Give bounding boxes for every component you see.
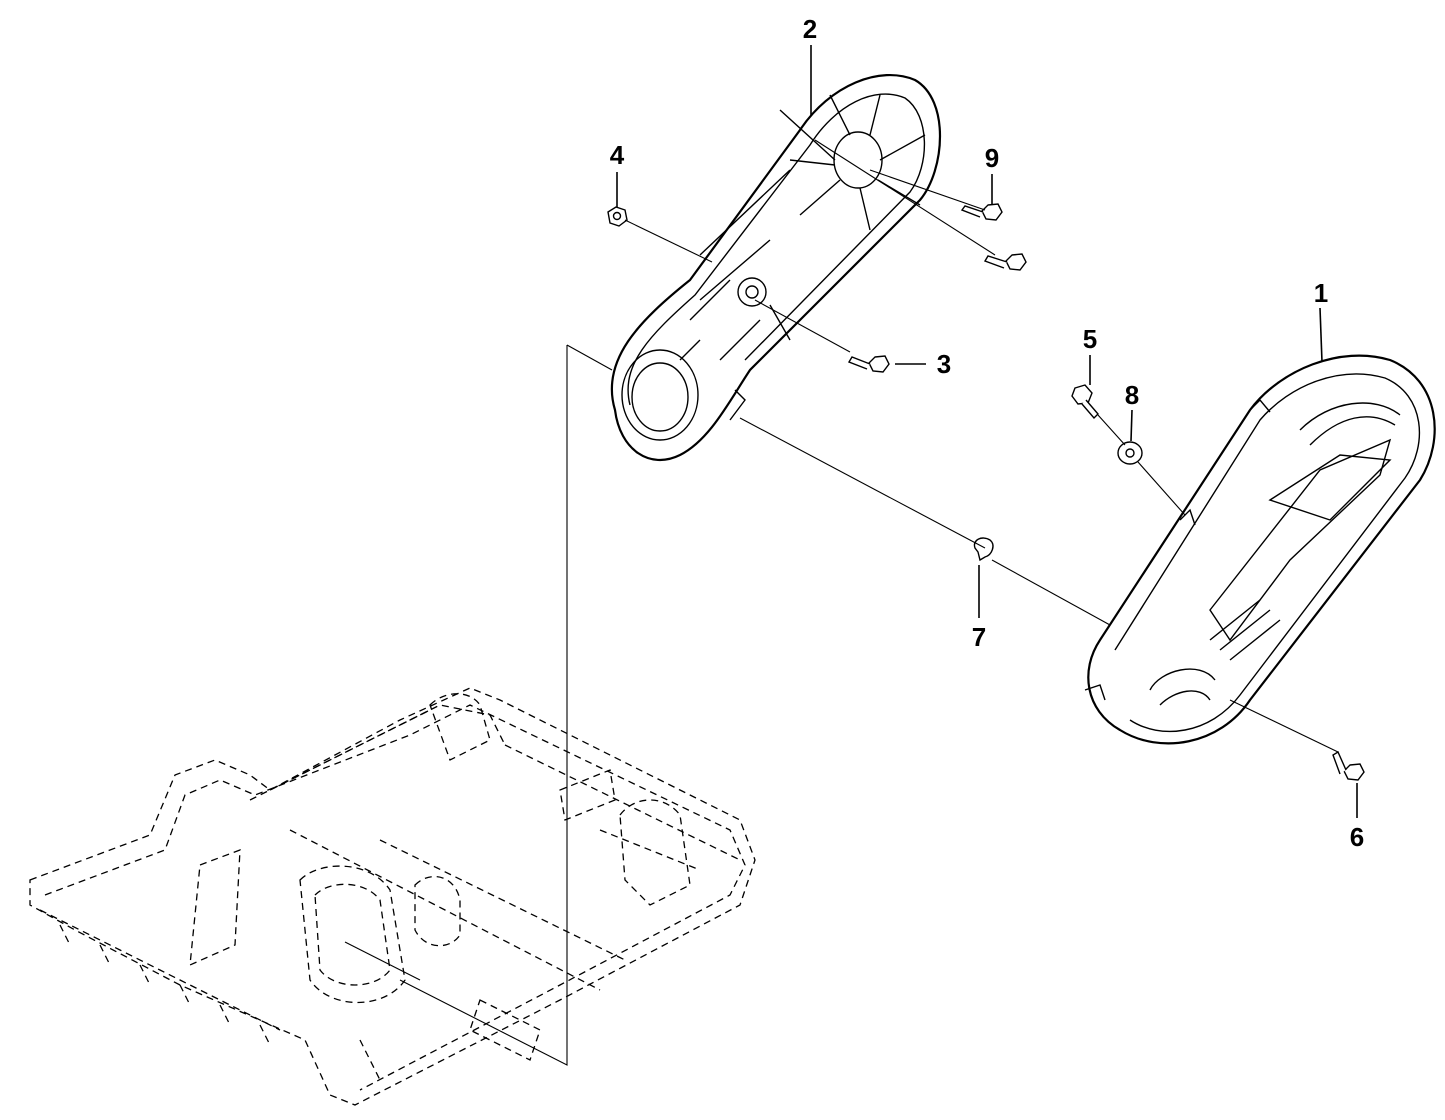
hardware-washer-part-8 bbox=[1117, 441, 1143, 465]
callout-3: 3 bbox=[936, 349, 952, 379]
callout-7: 7 bbox=[971, 622, 987, 652]
hardware-bolt-part-3 bbox=[847, 355, 890, 373]
callout-1: 1 bbox=[1313, 278, 1329, 308]
assembly-lines bbox=[344, 139, 1339, 1066]
hardware-nut-part-4 bbox=[607, 206, 628, 227]
callout-5: 5 bbox=[1082, 324, 1098, 354]
callout-4: 4 bbox=[609, 140, 625, 170]
callout-9: 9 bbox=[984, 143, 1000, 173]
inner-belt-guard-part-2 bbox=[610, 73, 941, 461]
callout-8: 8 bbox=[1124, 380, 1140, 410]
base-plate-phantom bbox=[29, 687, 756, 1106]
callout-6: 6 bbox=[1349, 822, 1365, 852]
hardware-bolt-part-5 bbox=[1071, 384, 1099, 420]
outer-belt-cover-part-1 bbox=[1084, 354, 1436, 745]
hardware-bolt-part-9 bbox=[960, 203, 1003, 221]
hardware-bolt-upper bbox=[983, 253, 1027, 271]
callout-2: 2 bbox=[802, 14, 818, 44]
hardware-clip-part-7 bbox=[973, 537, 994, 562]
callout-leaders bbox=[616, 45, 1358, 818]
hardware-bolt-part-6 bbox=[1332, 750, 1365, 781]
